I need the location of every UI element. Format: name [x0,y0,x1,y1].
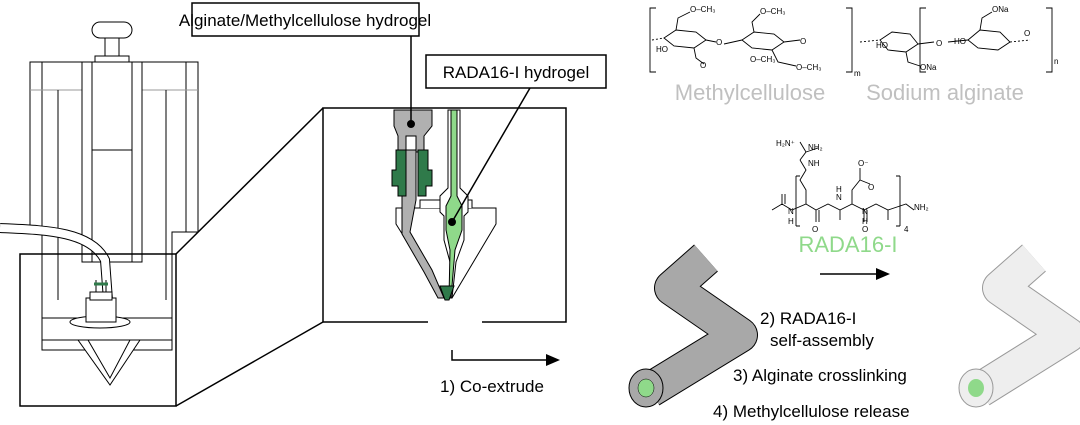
svg-text:O: O [936,39,942,48]
rada16-labels: NH₂ H₂N⁺ NH N H N H N H O⁻ O O O 4 NH₂ [776,139,929,234]
svg-text:NH: NH [808,159,820,168]
label-rada-hydrogel-text: RADA16-I hydrogel [443,63,589,82]
svg-text:N: N [836,193,842,202]
fiber-after [958,244,1080,408]
svg-text:HO: HO [656,45,668,54]
svg-text:NH₂: NH₂ [914,203,929,212]
step2-text-a: 2) RADA16-I [760,309,856,328]
svg-text:HO: HO [876,41,888,50]
alginate-labels: HO ONa ONa O HO O n [876,5,1058,72]
sodium-alginate-label: Sodium alginate [866,80,1024,105]
svg-text:HO: HO [954,37,966,46]
alginate-structure [859,7,1053,73]
svg-text:N: N [862,207,868,216]
fiber-before [628,244,758,408]
step2-arrow [820,268,890,280]
label-alginate-mc-text: Alginate/Methylcellulose hydrogel [179,11,431,30]
svg-text:H: H [862,217,868,226]
svg-text:H: H [836,185,842,194]
step1-arrow [451,350,560,366]
svg-text:O–CH₃: O–CH₃ [690,5,715,14]
svg-text:O–CH₃: O–CH₃ [796,63,821,72]
step3-text: 3) Alginate crosslinking [733,366,907,385]
svg-text:n: n [1054,57,1058,66]
rada16-label: RADA16-I [798,232,897,257]
svg-text:O: O [1024,29,1030,38]
step4-text: 4) Methylcellulose release [713,402,910,421]
svg-text:O–CH₃: O–CH₃ [760,7,785,16]
svg-text:NH₂: NH₂ [808,143,823,152]
svg-text:O: O [862,225,868,234]
svg-text:O: O [700,61,706,70]
rada16-structure [771,141,915,227]
step1-text: 1) Co-extrude [440,377,544,396]
methylcellulose-structure [649,7,853,73]
svg-text:4: 4 [904,225,909,234]
svg-text:m: m [854,69,861,78]
zoom-frame-middle [322,107,567,323]
svg-text:ONa: ONa [992,5,1009,14]
label-alginate-mc: Alginate/Methylcellulose hydrogel [179,2,431,124]
svg-text:O: O [812,225,818,234]
svg-text:O: O [800,37,806,46]
zoom-frame-left [19,107,324,407]
methylcellulose-labels: O–CH₃ HO O O O–CH₃ O–CH₃ O–CH₃ O m [656,5,861,78]
svg-text:O: O [868,183,874,192]
svg-text:O: O [716,38,722,47]
printhead-illustration [0,21,199,386]
svg-text:N: N [788,207,794,216]
methylcellulose-label: Methylcellulose [675,80,825,105]
svg-text:O–CH₃: O–CH₃ [750,55,775,64]
label-rada-hydrogel: RADA16-I hydrogel [425,54,607,223]
step2-text-b: self-assembly [770,331,874,350]
svg-text:H₂N⁺: H₂N⁺ [776,139,795,148]
svg-text:O⁻: O⁻ [858,159,868,168]
svg-text:H: H [788,217,794,226]
svg-text:ONa: ONa [920,63,937,72]
coaxial-nozzle [391,109,497,301]
